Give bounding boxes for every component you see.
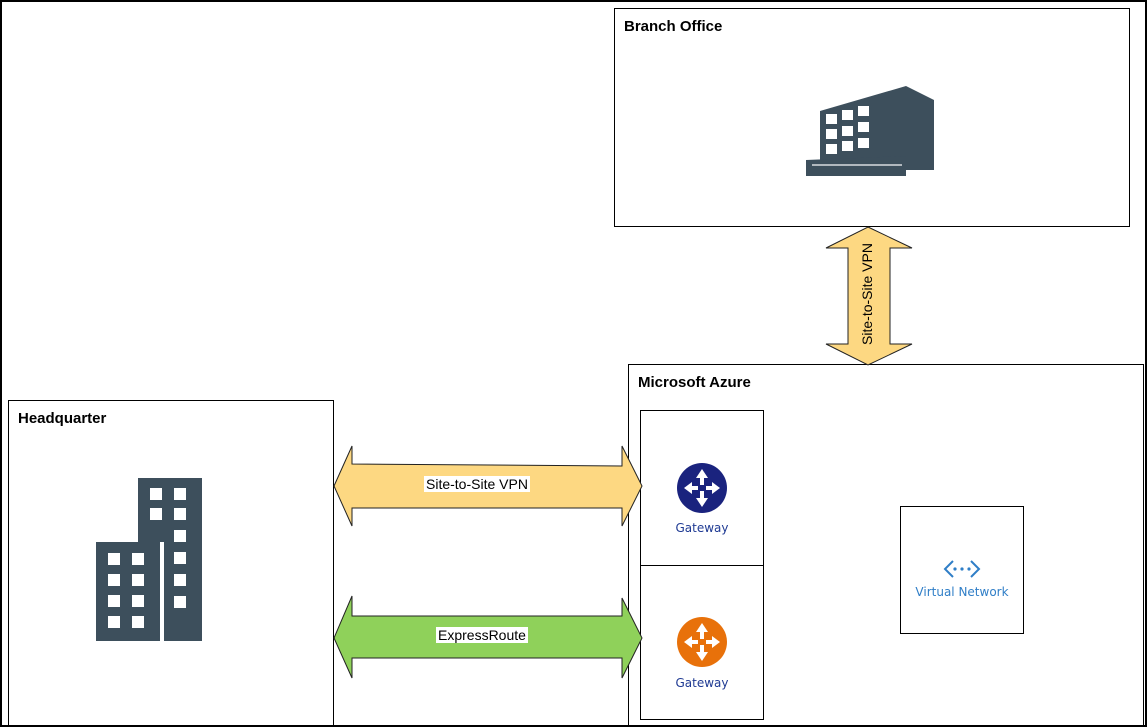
gateway-divider xyxy=(641,565,763,566)
azure-title: Microsoft Azure xyxy=(638,374,751,391)
city-buildings-icon xyxy=(96,478,202,641)
branch-office-title: Branch Office xyxy=(624,18,723,35)
expressroute-label: ExpressRoute xyxy=(436,627,528,643)
branch-office-box: Branch Office xyxy=(614,8,1130,227)
vpn-gateway-icon xyxy=(677,463,727,513)
hq-vpn-label: Site-to-Site VPN xyxy=(424,476,530,492)
azure-box: Microsoft Azure xyxy=(628,364,1144,726)
office-building-icon xyxy=(806,86,934,176)
gateway-column xyxy=(640,410,764,720)
gateway-label-expressroute: Gateway xyxy=(675,676,729,690)
headquarter-title: Headquarter xyxy=(18,410,107,427)
expressroute-gateway-icon xyxy=(677,617,727,667)
branch-vpn-label: Site-to-Site VPN xyxy=(859,243,875,345)
gateway-label-vpn: Gateway xyxy=(675,521,729,535)
virtual-network-icon xyxy=(943,560,981,578)
virtual-network-label: Virtual Network xyxy=(915,585,1009,599)
branch-vpn-arrow xyxy=(825,226,913,366)
virtual-network-box xyxy=(900,506,1024,634)
